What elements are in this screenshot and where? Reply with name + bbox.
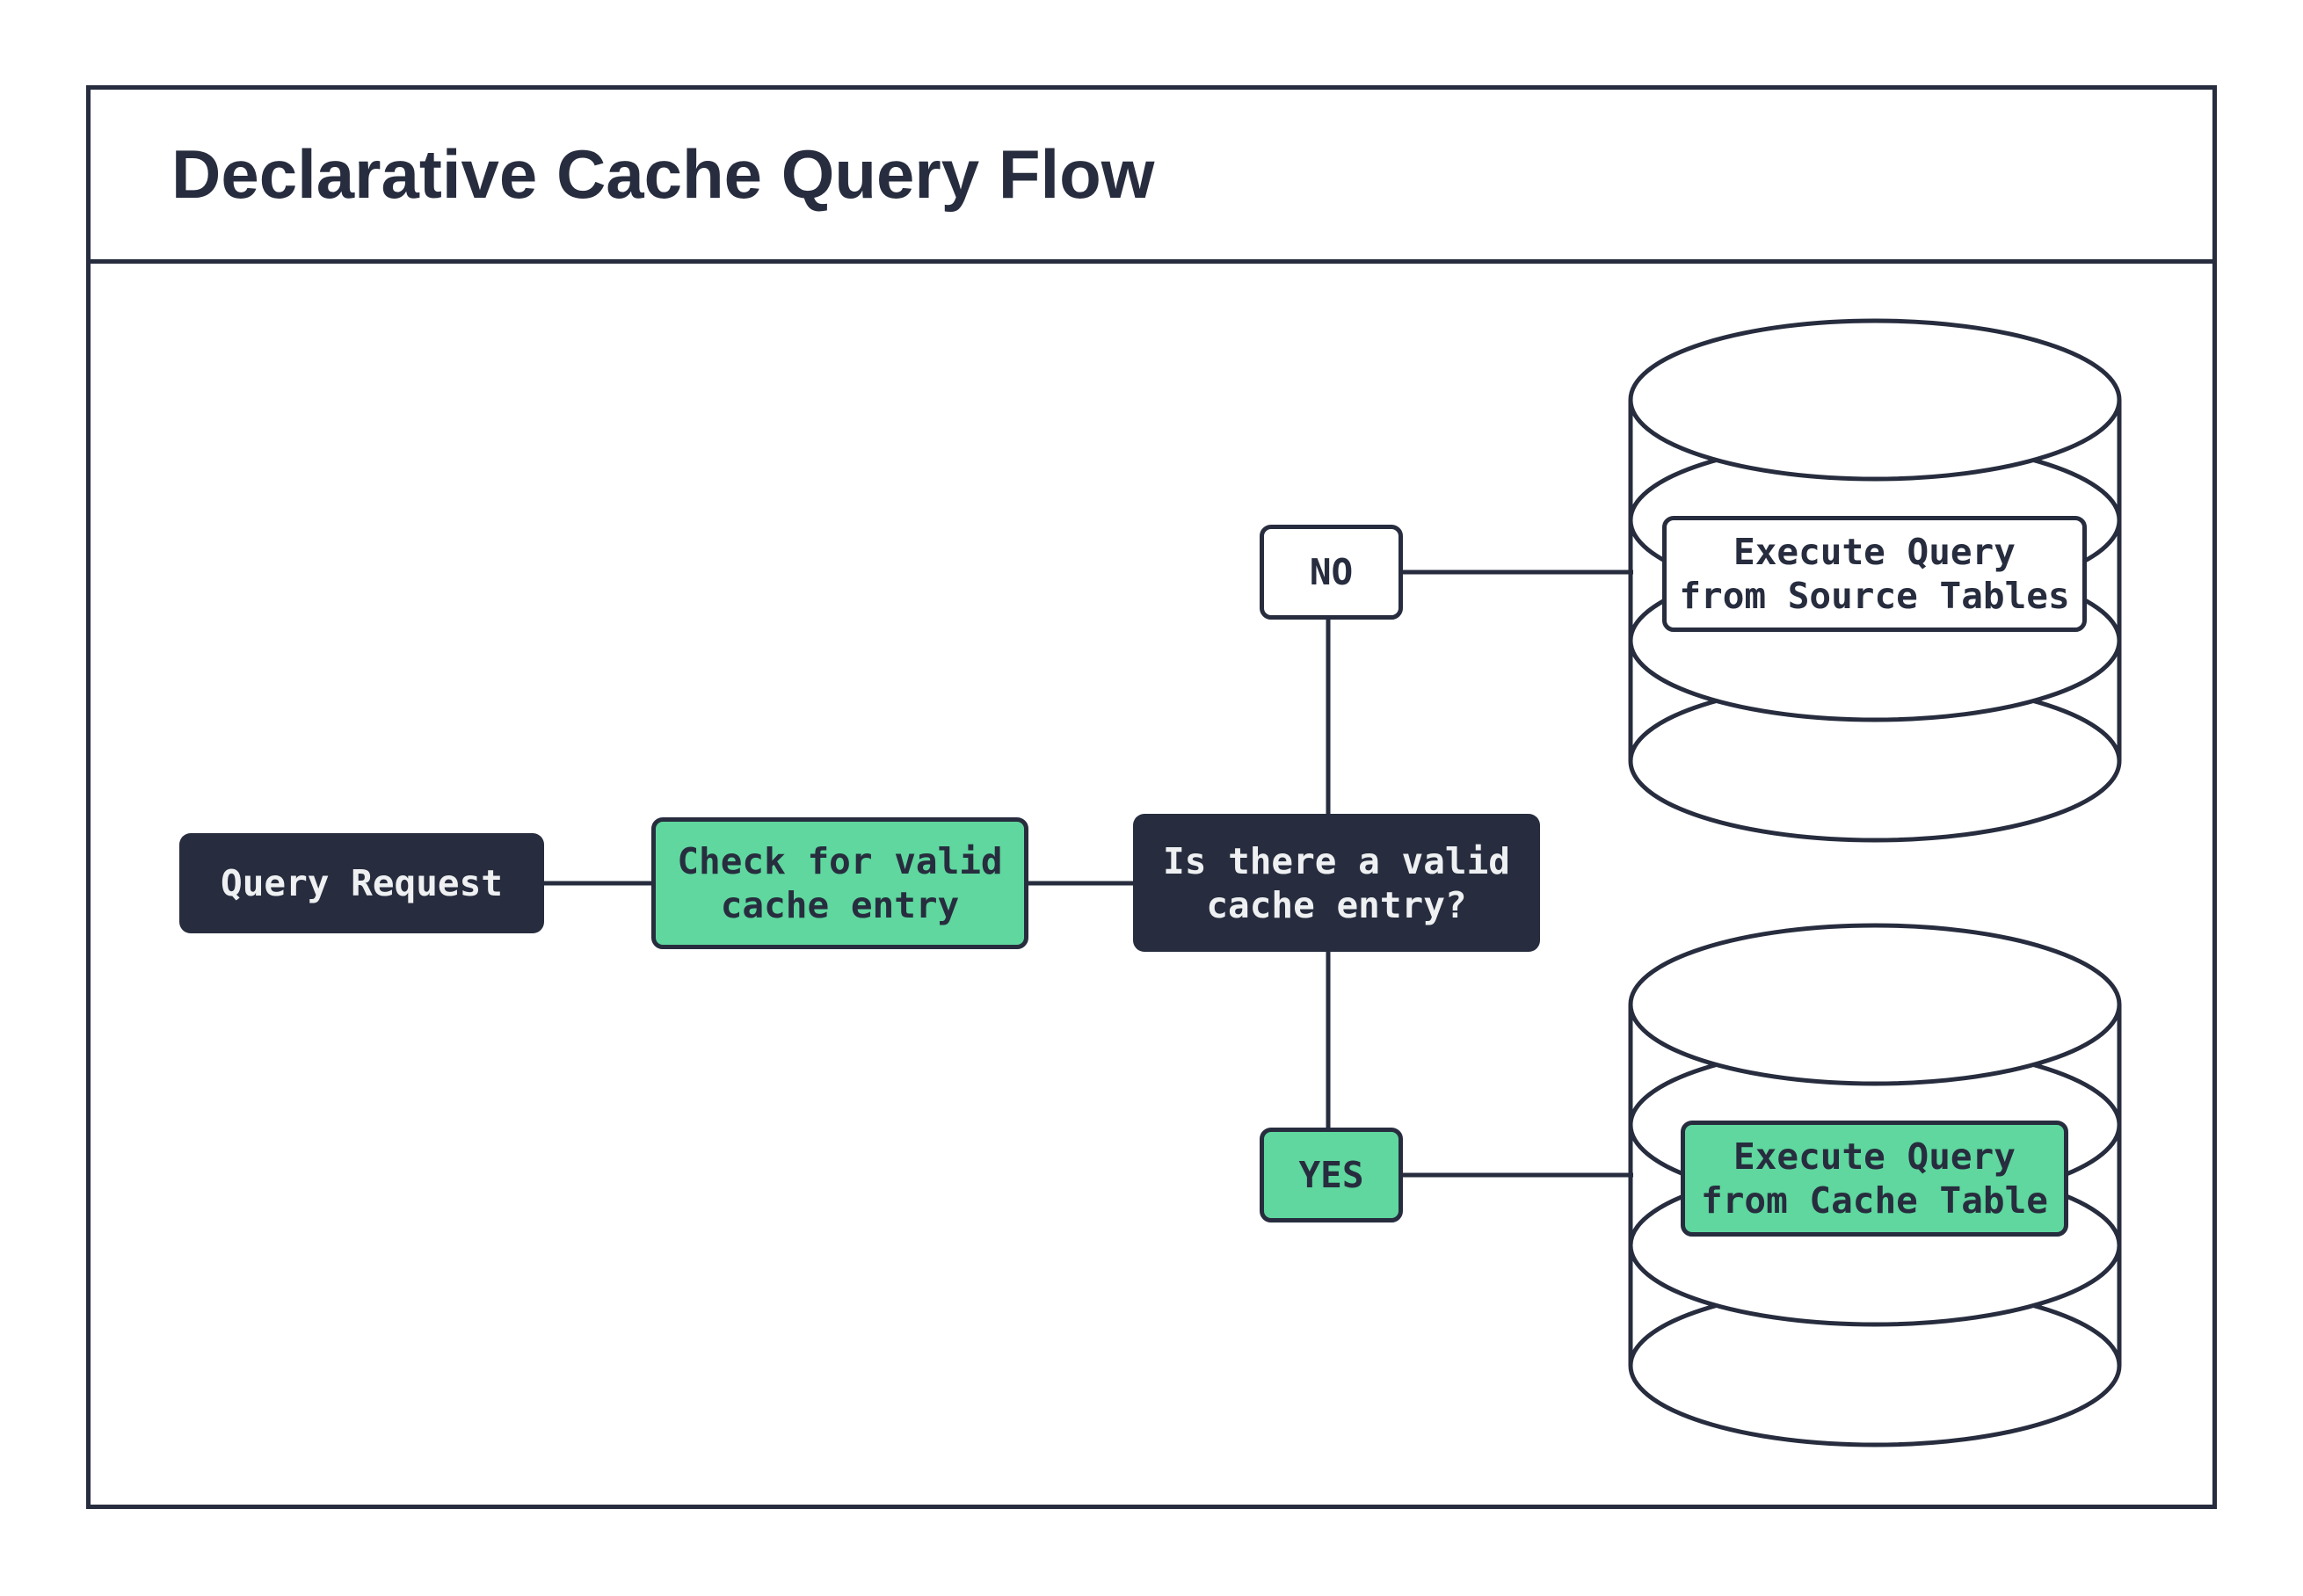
node-execute-source-query-label: Execute Query from Source Tables — [1679, 531, 2070, 617]
title-bar: Declarative Cache Query Flow — [91, 90, 2212, 264]
node-decision-label: Is there a valid cache entry? — [1163, 839, 1510, 926]
node-execute-cache-query: Execute Query from Cache Table — [1681, 1121, 2068, 1237]
node-decision-valid-cache: Is there a valid cache entry? — [1133, 814, 1540, 952]
node-execute-source-query: Execute Query from Source Tables — [1662, 516, 2087, 632]
node-branch-no-label: NO — [1309, 551, 1354, 593]
node-branch-no: NO — [1260, 525, 1403, 620]
diagram-title: Declarative Cache Query Flow — [171, 135, 1155, 213]
diagram-frame: Declarative Cache Query Flow — [86, 85, 2217, 1509]
node-branch-yes: YES — [1260, 1128, 1403, 1222]
node-execute-cache-query-label: Execute Query from Cache Table — [1701, 1135, 2048, 1222]
node-check-cache-label: Check for valid cache entry — [677, 840, 1003, 926]
node-branch-yes-label: YES — [1298, 1154, 1364, 1196]
node-query-request-label: Query Request — [221, 862, 503, 904]
node-query-request: Query Request — [179, 833, 544, 933]
node-check-cache: Check for valid cache entry — [651, 817, 1028, 949]
